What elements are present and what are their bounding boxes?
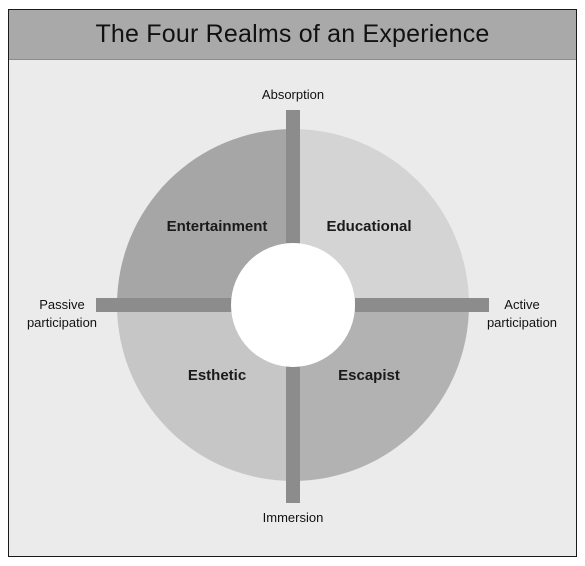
center-circle — [231, 243, 355, 367]
quadrant-top-right — [293, 129, 469, 305]
quadrant-label-entertainment: Entertainment — [167, 218, 268, 235]
quadrant-bottom-right — [293, 305, 469, 481]
axis-label-active-line1: Active — [504, 297, 539, 312]
axis-label-active-line2: participation — [487, 315, 557, 330]
diagram-title: The Four Realms of an Experience — [95, 20, 490, 48]
axis-bar-immersion — [286, 366, 300, 503]
quadrant-bottom-left — [117, 305, 293, 481]
title-bar: The Four Realms of an Experience — [9, 10, 576, 60]
quadrant-label-escapist: Escapist — [338, 367, 400, 384]
axis-bar-absorption — [286, 110, 300, 244]
quadrant-label-esthetic: Esthetic — [188, 367, 246, 384]
axis-label-passive-line1: Passive — [39, 297, 85, 312]
axis-bar-passive — [96, 298, 232, 312]
axis-label-absorption: Absorption — [262, 87, 324, 102]
axis-label-passive-line2: participation — [27, 315, 97, 330]
quadrant-top-left — [117, 129, 293, 305]
quadrant-label-educational: Educational — [326, 218, 411, 235]
axis-label-immersion: Immersion — [263, 510, 324, 525]
axis-bar-active — [355, 298, 489, 312]
